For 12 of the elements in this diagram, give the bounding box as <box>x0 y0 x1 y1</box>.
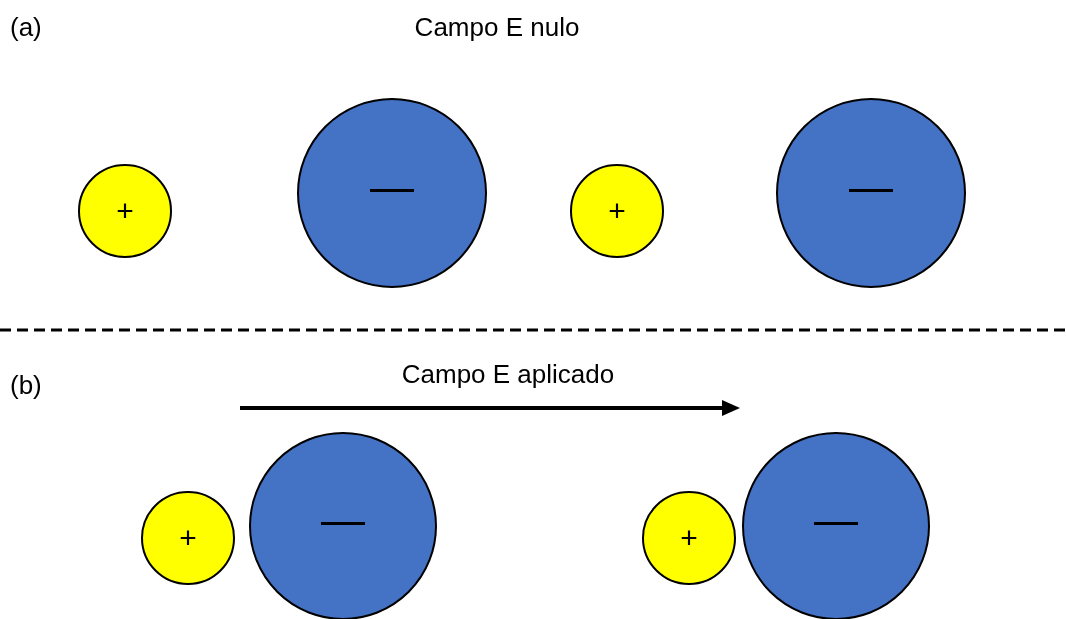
minus-sign: — <box>370 165 414 209</box>
plus-sign: + <box>680 523 698 553</box>
plus-sign: + <box>179 523 197 553</box>
plus-sign: + <box>116 196 134 226</box>
plus-sign: + <box>608 196 626 226</box>
heading: Campo E aplicado <box>401 361 615 387</box>
minus-sign: — <box>849 165 893 209</box>
minus-sign: — <box>814 498 858 542</box>
panel-label: (b) <box>10 372 42 398</box>
panel-label: (a) <box>10 14 42 40</box>
minus-sign: — <box>321 498 365 542</box>
heading: Campo E nulo <box>414 14 580 40</box>
